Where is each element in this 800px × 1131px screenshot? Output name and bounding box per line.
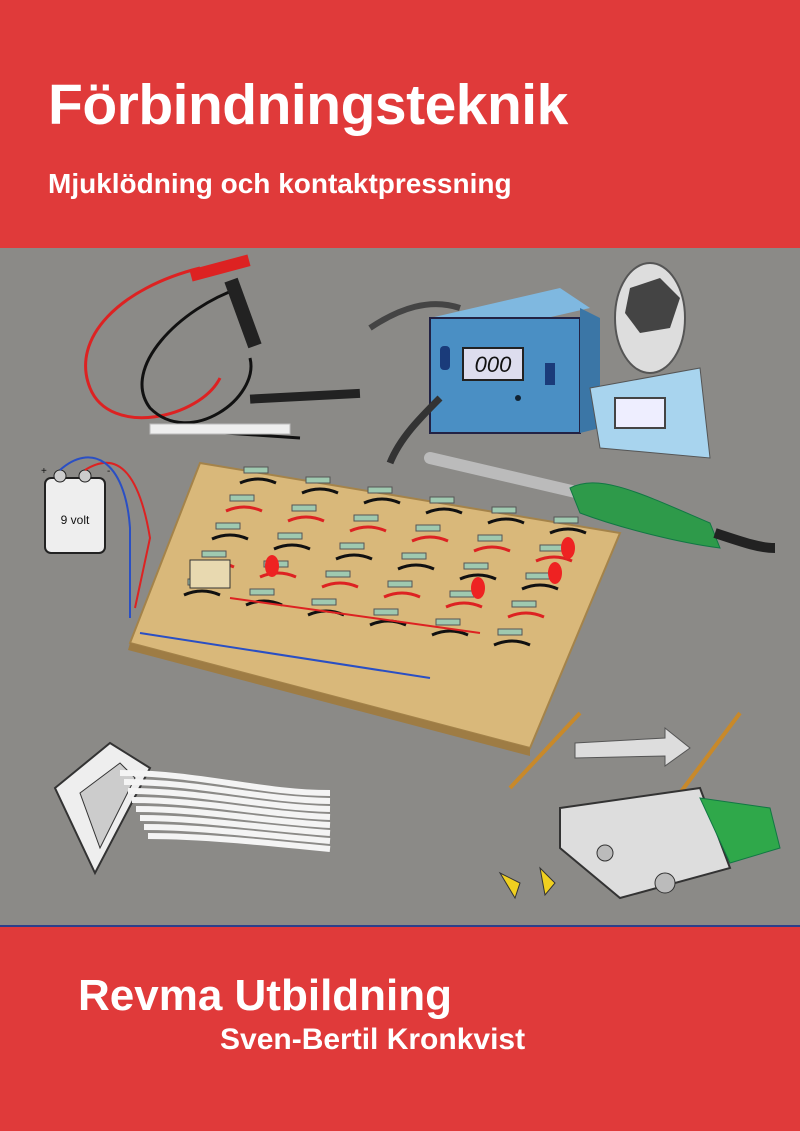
ribbon-wire [119, 770, 331, 796]
battery-label: 9 volt [61, 513, 90, 527]
wire-jumper [459, 573, 497, 581]
resistor [477, 534, 503, 542]
ribbon-wire [143, 824, 331, 844]
cover-header: Förbindningsteknik Mjuklödning och konta… [0, 0, 800, 248]
wire-jumper [521, 583, 559, 591]
resistor [305, 476, 331, 484]
resistor [229, 494, 255, 502]
wire-jumper [383, 591, 421, 599]
wire-jumper [535, 555, 573, 563]
wire-jumper [363, 497, 401, 505]
resistor [463, 562, 489, 570]
wire-jumper [507, 611, 545, 619]
resistor [387, 580, 413, 588]
publisher-name: Revma Utbildning [78, 971, 453, 1020]
resistor [249, 588, 275, 596]
wire-jumper [245, 599, 283, 607]
resistor [277, 532, 303, 540]
cover-illustration: 000 9 volt + - [0, 248, 800, 925]
ribbon-wire [135, 806, 331, 828]
cover-title: Förbindningsteknik [48, 73, 568, 137]
wire-jumper [431, 629, 469, 637]
resistor [291, 504, 317, 512]
wire-jumper [239, 477, 277, 485]
resistor [553, 516, 579, 524]
wire-jumper [321, 581, 359, 589]
wire-jumper [493, 639, 531, 647]
resistor [215, 522, 241, 530]
wire-jumper [397, 563, 435, 571]
battery-minus: - [107, 466, 110, 477]
wire-jumper [335, 553, 373, 561]
ribbon-wire [147, 833, 331, 852]
wire-jumper [259, 571, 297, 579]
wire-jumper [487, 517, 525, 525]
resistor [415, 524, 441, 532]
cover-subtitle: Mjuklödning och kontaktpressning [48, 168, 512, 199]
wire-jumper [473, 545, 511, 553]
wire-jumper [225, 505, 263, 513]
ribbon-wire [123, 779, 331, 804]
wire-jumper [211, 533, 249, 541]
soldering-station-illustration: 000 [368, 262, 711, 465]
wire-jumper [549, 527, 587, 535]
resistor [367, 486, 393, 494]
wire-jumper [445, 601, 483, 609]
dsub-connector-illustration [53, 741, 331, 876]
wire-jumper [183, 589, 221, 597]
resistor [525, 572, 551, 580]
wire-jumper [349, 525, 387, 533]
resistor [401, 552, 427, 560]
crimping-tool-illustration [498, 711, 781, 900]
ribbon-wire [139, 815, 331, 836]
resistor [353, 514, 379, 522]
resistor [429, 496, 455, 504]
resistor [339, 542, 365, 550]
circuit-board-illustration [128, 461, 622, 756]
wire-jumper [411, 535, 449, 543]
wire-jumper [301, 487, 339, 495]
wire-jumper [273, 543, 311, 551]
ribbon-wire [131, 797, 331, 820]
ribbon-wire [127, 788, 331, 812]
resistor [491, 506, 517, 514]
led [548, 562, 562, 584]
resistor [325, 570, 351, 578]
station-display: 000 [475, 352, 512, 377]
wire-jumper [425, 507, 463, 515]
cover-footer: Revma Utbildning Sven-Bertil Kronkvist [0, 925, 800, 1131]
led [471, 577, 485, 599]
led [265, 555, 279, 577]
resistor [449, 590, 475, 598]
led [561, 537, 575, 559]
soldering-iron-illustration [424, 452, 776, 553]
resistor [243, 466, 269, 474]
resistor [373, 608, 399, 616]
resistor [511, 600, 537, 608]
battery-plus: + [41, 466, 47, 477]
resistor [497, 628, 523, 636]
wire-jumper [287, 515, 325, 523]
battery-illustration: 9 volt + - [41, 456, 152, 618]
test-leads-illustration [84, 254, 361, 440]
author-name: Sven-Bertil Kronkvist [220, 1023, 526, 1056]
resistor [311, 598, 337, 606]
resistor [539, 544, 565, 552]
resistor [435, 618, 461, 626]
resistor [201, 550, 227, 558]
